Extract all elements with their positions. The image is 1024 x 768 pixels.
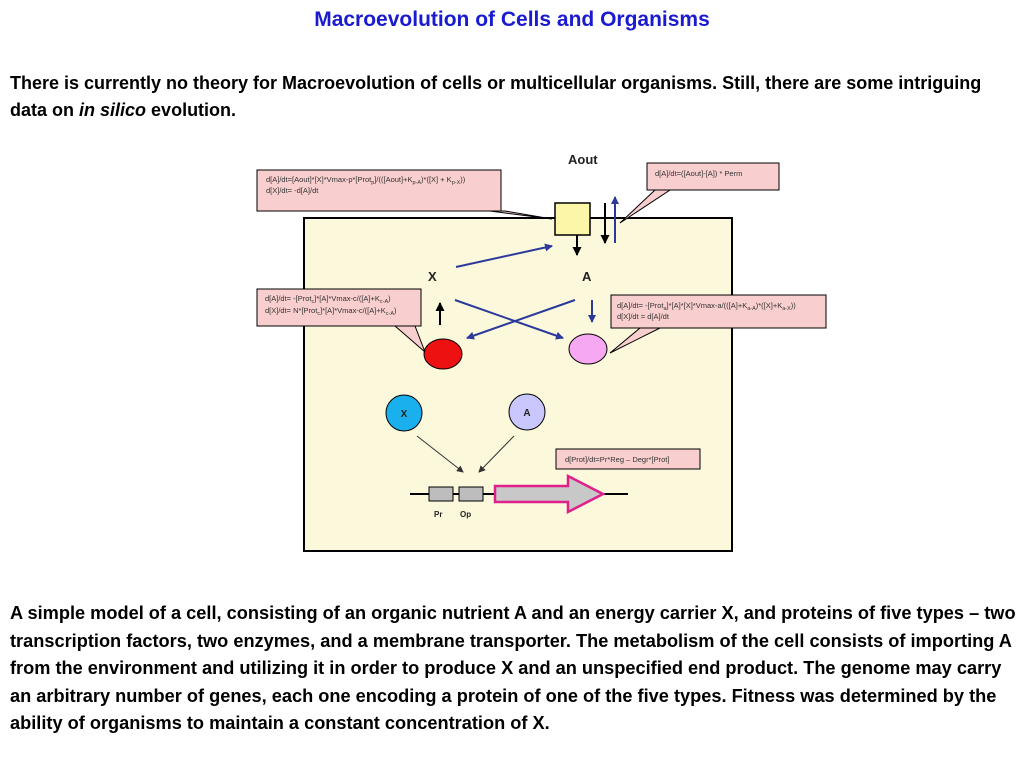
protein-equation-box (555, 448, 701, 470)
gene-coding-arrow (493, 473, 606, 515)
x-to-a-arrow (455, 243, 553, 268)
callout-perm (646, 162, 780, 191)
eq-transport-line1: d[A]/dt=[Aout]*[X]*Vmax-p*[Protp]/(([Aou… (266, 175, 466, 186)
membrane-transporter (554, 202, 591, 236)
tf-x-circle (385, 394, 423, 432)
eq-enzc-line2: d[X]/dt= N*[Protc]*[A]*Vmax-c/([A]+Kc-A) (265, 306, 397, 317)
eq-transport-line2: d[X]/dt= -d[A]/dt (266, 186, 319, 195)
intro-text-end: evolution. (146, 100, 237, 120)
intro-paragraph: There is currently no theory for Macroev… (10, 70, 1010, 124)
cross-arrow-to-x-side (466, 299, 576, 340)
eq-enza-line2: d[X]/dt = d[A]/dt (617, 312, 670, 321)
a-label: A (582, 269, 592, 284)
cross-arrow-to-a-side (454, 299, 564, 340)
x-label: X (428, 269, 437, 284)
intro-text-italic: in silico (79, 100, 147, 120)
callout-enza (610, 294, 827, 329)
aout-label: Aout (568, 152, 598, 167)
tf-a-label: A (523, 408, 530, 419)
enzyme-c-red (423, 338, 463, 370)
eq-protein: d[Prot]/dt=Pr*Reg – Degr*[Prot] (565, 455, 669, 464)
operator-label: Op (460, 510, 471, 519)
eq-enza-line1: d[A]/dt= -[Prota]*[A]*[X]*Vmax-a/(([A]+K… (617, 301, 796, 312)
slide-title: Macroevolution of Cells and Organisms (314, 8, 710, 31)
tf-x-regulation-arrow (416, 435, 464, 473)
eq-perm: d[A]/dt=([Aout]-[A]) * Perm (655, 169, 742, 178)
tf-x-label: X (401, 409, 408, 420)
caption-paragraph: A simple model of a cell, consisting of … (10, 603, 1016, 733)
tf-a-circle (508, 393, 546, 431)
callout-enzc (256, 288, 422, 327)
promoter-label: Pr (434, 510, 442, 519)
callout-transport (256, 169, 502, 212)
tf-a-regulation-arrow (478, 435, 515, 473)
promoter-box (428, 486, 454, 502)
enzyme-a-pink (568, 333, 608, 365)
cell-model-diagram: Aout X A X A Pr Op d[A]/dt=[Aout]*[X]*Vm… (256, 152, 827, 552)
intro-text-start: There is currently no theory for Macroev… (10, 73, 982, 120)
eq-enzc-line1: d[A]/dt= -[Protc]*[A]*Vmax-c/([A]+Kc-A) (265, 294, 391, 305)
operator-box (458, 486, 484, 502)
